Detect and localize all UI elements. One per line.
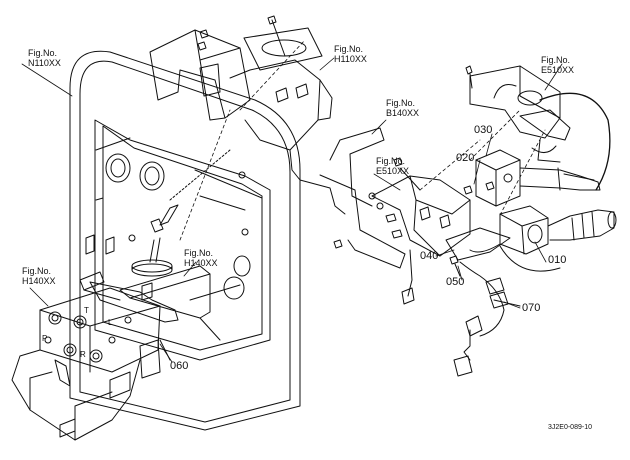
control-linkage [89, 149, 241, 361]
valve-letter-l: L [108, 318, 113, 327]
reference-lines [179, 39, 546, 241]
fig-ref-h140-center: Fig.No. H140XX [184, 248, 218, 268]
part-number-020: 020 [456, 152, 475, 164]
part-number-030: 030 [474, 124, 493, 136]
lever-010 [469, 205, 617, 272]
fig-ref-prefix: Fig.No. [376, 156, 406, 166]
joystick-housing [465, 65, 611, 191]
drawing-code: 3J2E0-089-10 [548, 424, 592, 431]
fig-ref-prefix: Fig.No. [184, 248, 214, 258]
fig-ref-code: H140XX [184, 258, 218, 268]
fig-ref-prefix: Fig.No. [541, 55, 571, 65]
valve-letter-t: T [84, 306, 89, 315]
fig-ref-prefix: Fig.No. [22, 266, 52, 276]
part-number-050: 050 [446, 276, 465, 288]
fig-ref-prefix: Fig.No. [386, 98, 416, 108]
frame-panel [69, 50, 301, 431]
upper-bracket [149, 15, 333, 181]
part-number-060: 060 [170, 360, 189, 372]
valve-letter-r: R [80, 350, 86, 359]
fig-ref-prefix: Fig.No. [28, 48, 58, 58]
fig-ref-e510-upper: Fig.No. E510XX [541, 55, 574, 75]
fig-ref-code: N110XX [28, 58, 61, 68]
fig-ref-code: H140XX [22, 276, 56, 286]
fig-ref-code: E510XX [541, 65, 575, 75]
fig-ref-n110: Fig.No. N110XX [28, 48, 61, 68]
control-valve [11, 271, 161, 441]
fig-ref-code: B140XX [386, 108, 420, 118]
leader-lines [21, 57, 563, 363]
fig-ref-h110: Fig.No. H110XX [334, 44, 367, 64]
fig-ref-h140-left: Fig.No. H140XX [22, 266, 56, 286]
fig-ref-e510-lower: Fig.No. E510XX [376, 156, 409, 176]
part-number-010: 010 [548, 254, 567, 266]
lever-020 [463, 149, 601, 207]
wiring-harness [401, 249, 521, 377]
fig-ref-code: H110XX [334, 54, 367, 64]
fig-ref-prefix: Fig.No. [334, 44, 364, 54]
part-number-070: 070 [522, 302, 541, 314]
part-number-040: 040 [420, 250, 439, 262]
lever-bracket [299, 127, 511, 269]
fig-ref-b140: Fig.No. B140XX [386, 98, 419, 118]
fig-ref-code: E510XX [376, 166, 410, 176]
valve-letter-p: P [42, 334, 48, 343]
